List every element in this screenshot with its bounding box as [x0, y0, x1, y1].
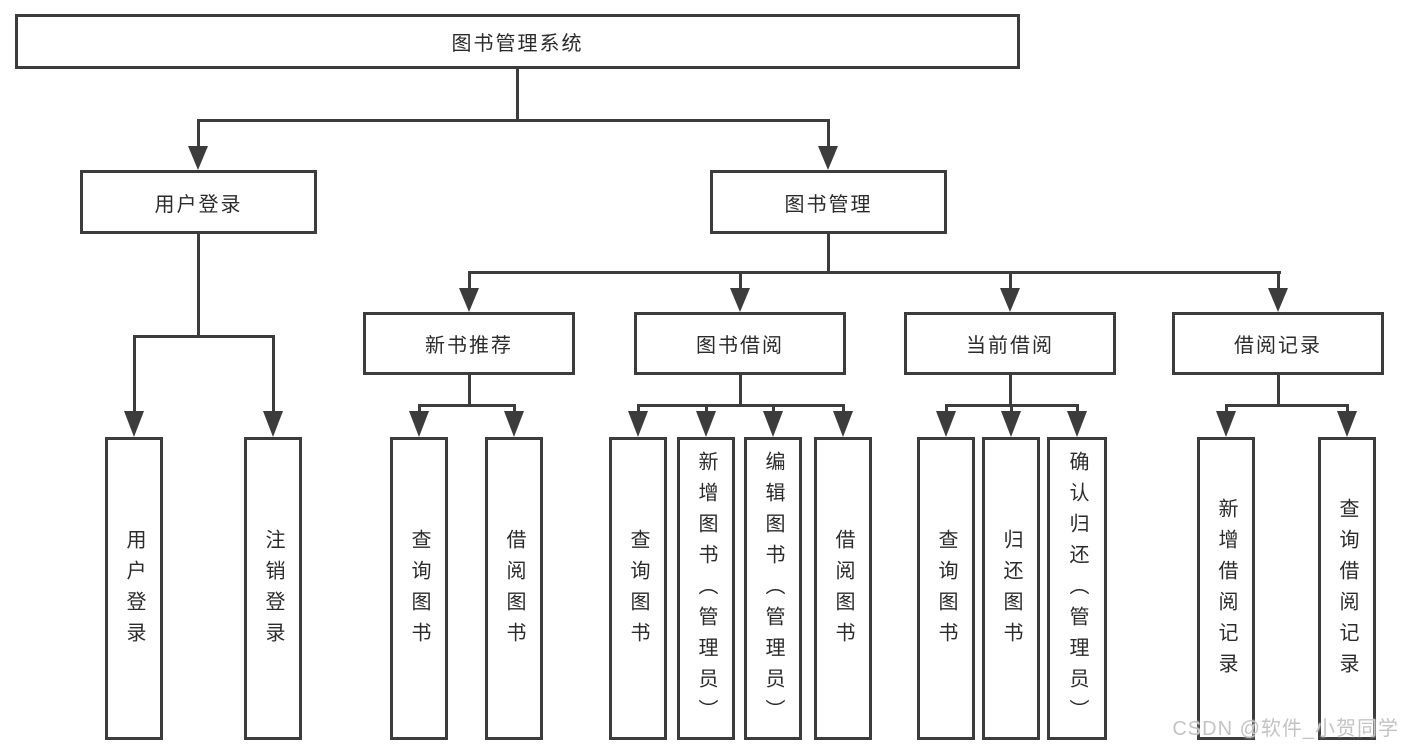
leaf-br-add-record-label: 新增借阅记录: [1215, 497, 1237, 684]
arrow-down-icon: [1067, 411, 1087, 437]
leaf-bb-borrow-books-label: 借阅图书: [832, 528, 854, 653]
leaf-rec-query-books: 查询图书: [390, 437, 448, 740]
leaf-br-query-record: 查询借阅记录: [1318, 437, 1376, 740]
connector-bookmgmt-stem: [827, 119, 830, 148]
connector-group-down: [739, 375, 742, 406]
arrow-down-icon: [188, 146, 208, 170]
node-borrow-record-label: 借阅记录: [1234, 335, 1322, 357]
connector-level3-horizontal: [468, 271, 1281, 274]
leaf-cb-return-books-label: 归还图书: [1000, 528, 1022, 653]
leaf-br-add-record: 新增借阅记录: [1197, 437, 1255, 740]
arrow-down-icon: [459, 288, 479, 312]
leaf-user-login-label: 用户登录: [123, 528, 145, 653]
connector-root-horizontal: [197, 119, 829, 122]
leaf-user-login: 用户登录: [105, 437, 163, 740]
node-root: 图书管理系统: [15, 14, 1020, 69]
arrow-down-icon: [763, 411, 783, 437]
connector-borrowrecord-stem: [1277, 271, 1280, 289]
connector-bookborrow-stem: [739, 271, 742, 289]
arrow-down-icon: [628, 411, 648, 437]
connector-leaf-stem: [418, 404, 421, 414]
connector-group-down: [468, 375, 471, 406]
node-root-label: 图书管理系统: [451, 33, 584, 55]
connector-newbookrec-stem: [468, 271, 471, 289]
node-book-borrow: 图书借阅: [634, 312, 846, 375]
connector-recordgroup-horizontal: [1225, 404, 1349, 407]
leaf-cb-return-books: 归还图书: [982, 437, 1040, 740]
connector-bookmgmt-down: [827, 234, 830, 274]
node-borrow-record: 借阅记录: [1172, 312, 1384, 375]
connector-leaf-stem: [133, 335, 136, 413]
connector-leaf-stem: [842, 404, 845, 414]
arrow-down-icon: [833, 411, 853, 437]
leaf-bb-borrow-books: 借阅图书: [814, 437, 872, 740]
leaf-bb-add-books-admin-label: 新增图书（管理员）: [695, 451, 717, 730]
arrow-down-icon: [1216, 411, 1236, 437]
leaf-cb-query-books: 查询图书: [917, 437, 975, 740]
csdn-watermark: CSDN @软件_小贺同学: [1172, 718, 1399, 740]
arrow-down-icon: [730, 288, 750, 312]
arrow-down-icon: [1268, 288, 1288, 312]
connector-leaf-stem: [637, 404, 640, 414]
connector-root-stem: [516, 68, 519, 120]
connector-leaf-stem: [1225, 404, 1228, 414]
arrow-down-icon: [409, 411, 429, 437]
node-current-borrow: 当前借阅: [904, 312, 1116, 375]
node-user-login-label: 用户登录: [154, 193, 243, 216]
leaf-bb-query-books: 查询图书: [609, 437, 667, 740]
connector-leaf-stem: [1076, 404, 1079, 414]
leaf-bb-add-books-admin: 新增图书（管理员）: [677, 437, 735, 740]
connector-leaf-stem: [772, 404, 775, 414]
arrow-down-icon: [936, 411, 956, 437]
connector-leaf-stem: [945, 404, 948, 414]
connector-group-down: [1009, 375, 1012, 406]
arrow-down-icon: [124, 411, 144, 437]
node-new-book-rec-label: 新书推荐: [425, 335, 513, 357]
arrow-down-icon: [696, 411, 716, 437]
leaf-bb-edit-books-admin-label: 编辑图书（管理员）: [762, 451, 784, 730]
arrow-down-icon: [263, 411, 283, 437]
leaf-bb-query-books-label: 查询图书: [627, 528, 649, 653]
node-book-borrow-label: 图书借阅: [696, 335, 784, 357]
leaf-bb-edit-books-admin: 编辑图书（管理员）: [744, 437, 802, 740]
arrow-down-icon: [1000, 288, 1020, 312]
arrow-down-icon: [1337, 411, 1357, 437]
connector-leaf-stem: [513, 404, 516, 414]
connector-borrowgroup-horizontal: [637, 404, 845, 407]
leaf-rec-query-books-label: 查询图书: [408, 528, 430, 653]
node-user-login: 用户登录: [80, 170, 317, 234]
connector-userlogin-stem: [197, 119, 200, 148]
connector-usergroup-horizontal: [133, 335, 275, 338]
leaf-logout: 注销登录: [244, 437, 302, 740]
node-book-mgmt: 图书管理: [710, 170, 947, 234]
connector-leaf-stem: [1346, 404, 1349, 414]
leaf-cb-confirm-return-admin-label: 确认归还（管理员）: [1066, 451, 1088, 730]
leaf-logout-label: 注销登录: [262, 528, 284, 653]
leaf-cb-query-books-label: 查询图书: [935, 528, 957, 653]
arrow-down-icon: [504, 411, 524, 437]
connector-currentborrow-stem: [1009, 271, 1012, 289]
node-current-borrow-label: 当前借阅: [966, 335, 1054, 357]
arrow-down-icon: [818, 146, 838, 170]
connector-leaf-stem: [1010, 404, 1013, 414]
connector-leaf-stem: [272, 335, 275, 413]
leaf-br-query-record-label: 查询借阅记录: [1336, 497, 1358, 684]
connector-group-down: [1277, 375, 1280, 406]
connector-recgroup-horizontal: [418, 404, 516, 407]
connector-leaf-stem: [705, 404, 708, 414]
node-book-mgmt-label: 图书管理: [784, 193, 873, 216]
arrow-down-icon: [1001, 411, 1021, 437]
connector-userlogin-down: [197, 234, 200, 337]
leaf-rec-borrow-books-label: 借阅图书: [503, 528, 525, 653]
node-new-book-rec: 新书推荐: [363, 312, 575, 375]
leaf-cb-confirm-return-admin: 确认归还（管理员）: [1047, 437, 1107, 740]
leaf-rec-borrow-books: 借阅图书: [485, 437, 543, 740]
